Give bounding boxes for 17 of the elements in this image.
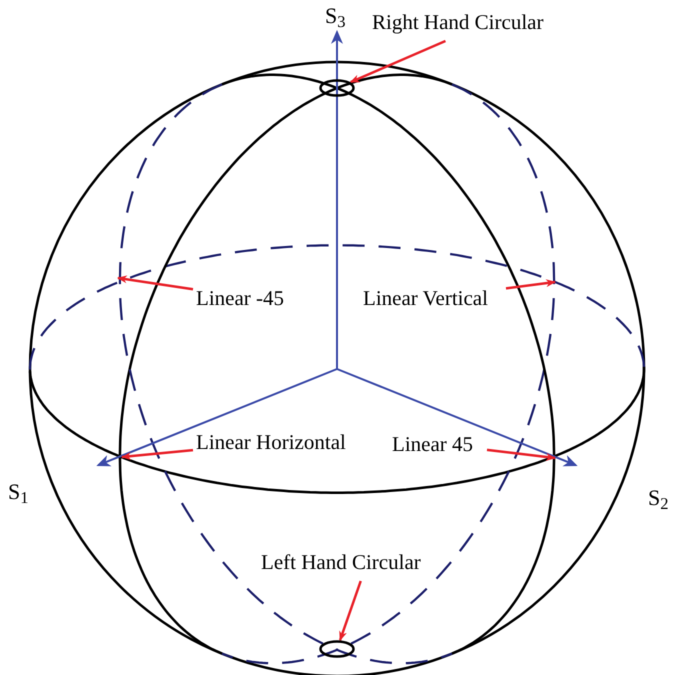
point-label: Left Hand Circular [261,548,421,576]
pole-ellipse [319,640,355,658]
pole-ellipse [319,79,355,97]
leader-arrow [338,580,362,642]
point-label: Linear 45 [392,430,474,458]
point-label: Linear -45 [196,284,284,312]
leader-arrow [121,448,194,460]
point-label: Right Hand Circular [372,8,544,36]
leader-arrow [350,40,446,84]
point-label: Linear Horizontal [196,428,346,456]
leader-arrow [486,448,556,461]
leader-arrow [117,275,194,291]
axis-label: S$_{1}$ [8,478,28,506]
point-label: Linear Vertical [363,284,488,312]
leader-arrow [506,279,556,290]
axis-label: S$_{3}$ [325,2,346,30]
axis-label: S$_{2}$ [648,484,668,512]
